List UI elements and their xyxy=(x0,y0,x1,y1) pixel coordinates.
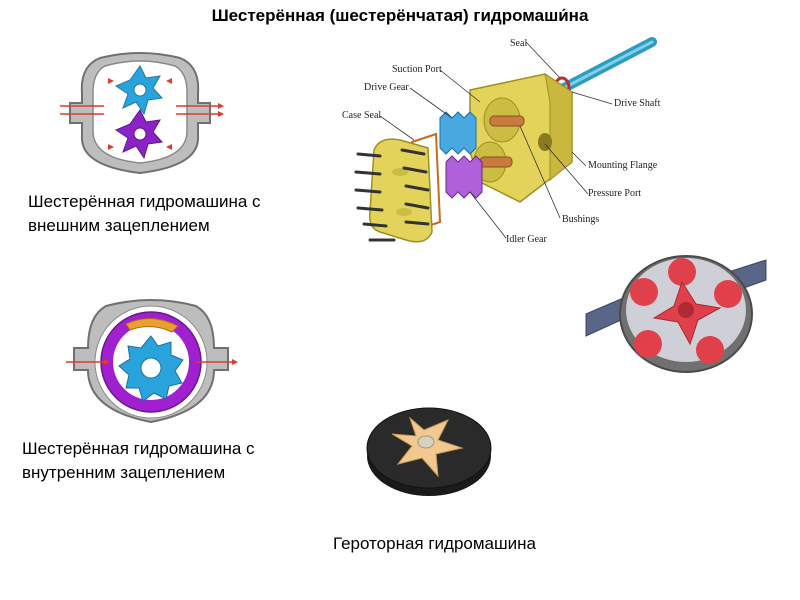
label-case-seal: Case Seal xyxy=(342,110,381,121)
label-bushings: Bushings xyxy=(562,214,599,225)
page-title: Шестерённая (шестерёнчатая) гидромаши́на xyxy=(211,6,589,25)
label-suction-port: Suction Port xyxy=(392,64,442,75)
label-drive-shaft: Drive Shaft xyxy=(614,98,661,109)
external-gear-caption: Шестерённая гидромашина с внешним зацепл… xyxy=(28,190,261,238)
external-caption-line1: Шестерённая гидромашина с xyxy=(28,192,261,211)
label-mounting-flange: Mounting Flange xyxy=(588,160,658,171)
gerotor-rotor-illustration xyxy=(366,407,492,496)
label-pressure-port: Pressure Port xyxy=(588,188,641,199)
label-drive-gear: Drive Gear xyxy=(364,82,409,93)
internal-gear-caption: Шестерённая гидромашина с внутренним зац… xyxy=(22,437,255,485)
gerotor-pipe-illustration xyxy=(585,255,767,373)
external-gear-pump-diagram xyxy=(60,52,224,175)
external-caption-line2: внешним зацеплением xyxy=(28,216,210,235)
gerotor-caption: Героторная гидромашина xyxy=(333,534,536,553)
exploded-gear-pump-diagram: Seal Suction Port Drive Gear Case Seal D… xyxy=(342,37,661,245)
label-idler-gear: Idler Gear xyxy=(506,234,547,245)
internal-gear-pump-diagram xyxy=(66,299,238,424)
internal-caption-line1: Шестерённая гидромашина с xyxy=(22,439,255,458)
label-seal: Seal xyxy=(510,38,527,49)
internal-caption-line2: внутренним зацеплением xyxy=(22,463,226,482)
